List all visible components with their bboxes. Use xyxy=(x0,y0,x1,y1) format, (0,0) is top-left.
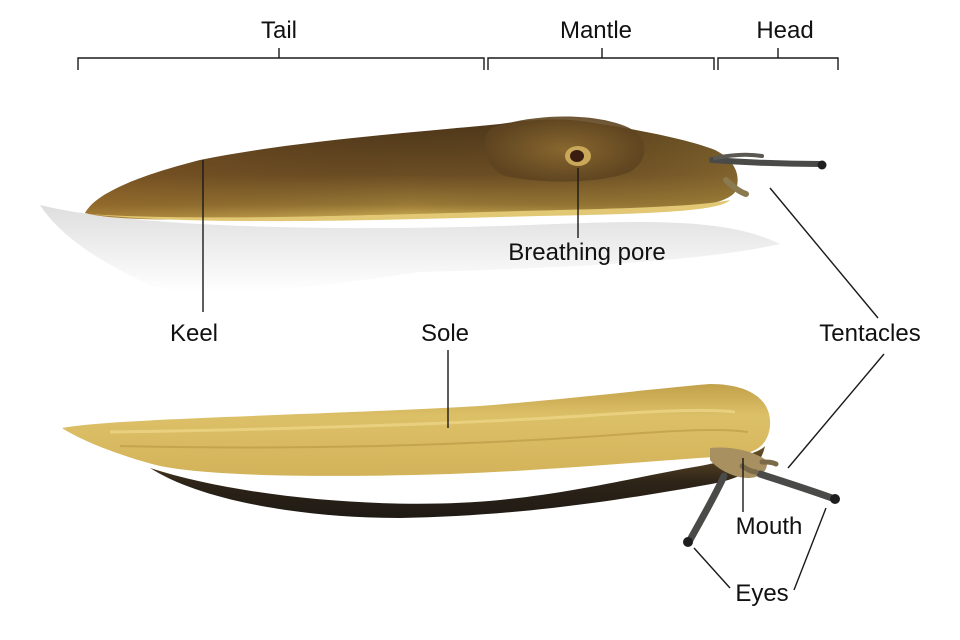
slug-sole xyxy=(62,384,771,476)
label-mouth: Mouth xyxy=(736,513,803,540)
leader-tentacles-lower xyxy=(787,353,885,469)
bracket-head xyxy=(717,48,839,70)
label-mantle: Mantle xyxy=(560,17,632,44)
slug-mantle xyxy=(484,116,645,182)
right-tentacle-eye xyxy=(830,494,840,504)
label-eyes: Eyes xyxy=(735,580,788,607)
slug-side-view xyxy=(40,116,827,293)
lower-tentacle xyxy=(723,177,749,197)
label-sole: Sole xyxy=(421,320,469,347)
upper-tentacle-eye xyxy=(817,160,827,170)
slug-reflection xyxy=(40,205,780,293)
left-tentacle xyxy=(686,472,728,544)
label-keel: Keel xyxy=(170,320,218,347)
bracket-mantle xyxy=(487,48,715,70)
leader-eyes-right xyxy=(793,507,827,591)
label-head: Head xyxy=(756,17,813,44)
right-tentacle xyxy=(756,470,836,502)
left-tentacle-eye xyxy=(683,537,693,547)
slug-underside xyxy=(150,446,765,518)
bracket-tail xyxy=(77,48,485,70)
leader-tentacles-upper xyxy=(769,187,879,319)
label-tentacles: Tentacles xyxy=(819,320,920,347)
leader-eyes-left xyxy=(693,547,731,589)
slug-ventral-view xyxy=(62,384,840,547)
label-breathing-pore: Breathing pore xyxy=(508,239,665,266)
slug-foot-rim xyxy=(88,200,730,222)
upper-tentacle xyxy=(709,157,823,167)
label-tail: Tail xyxy=(261,17,297,44)
